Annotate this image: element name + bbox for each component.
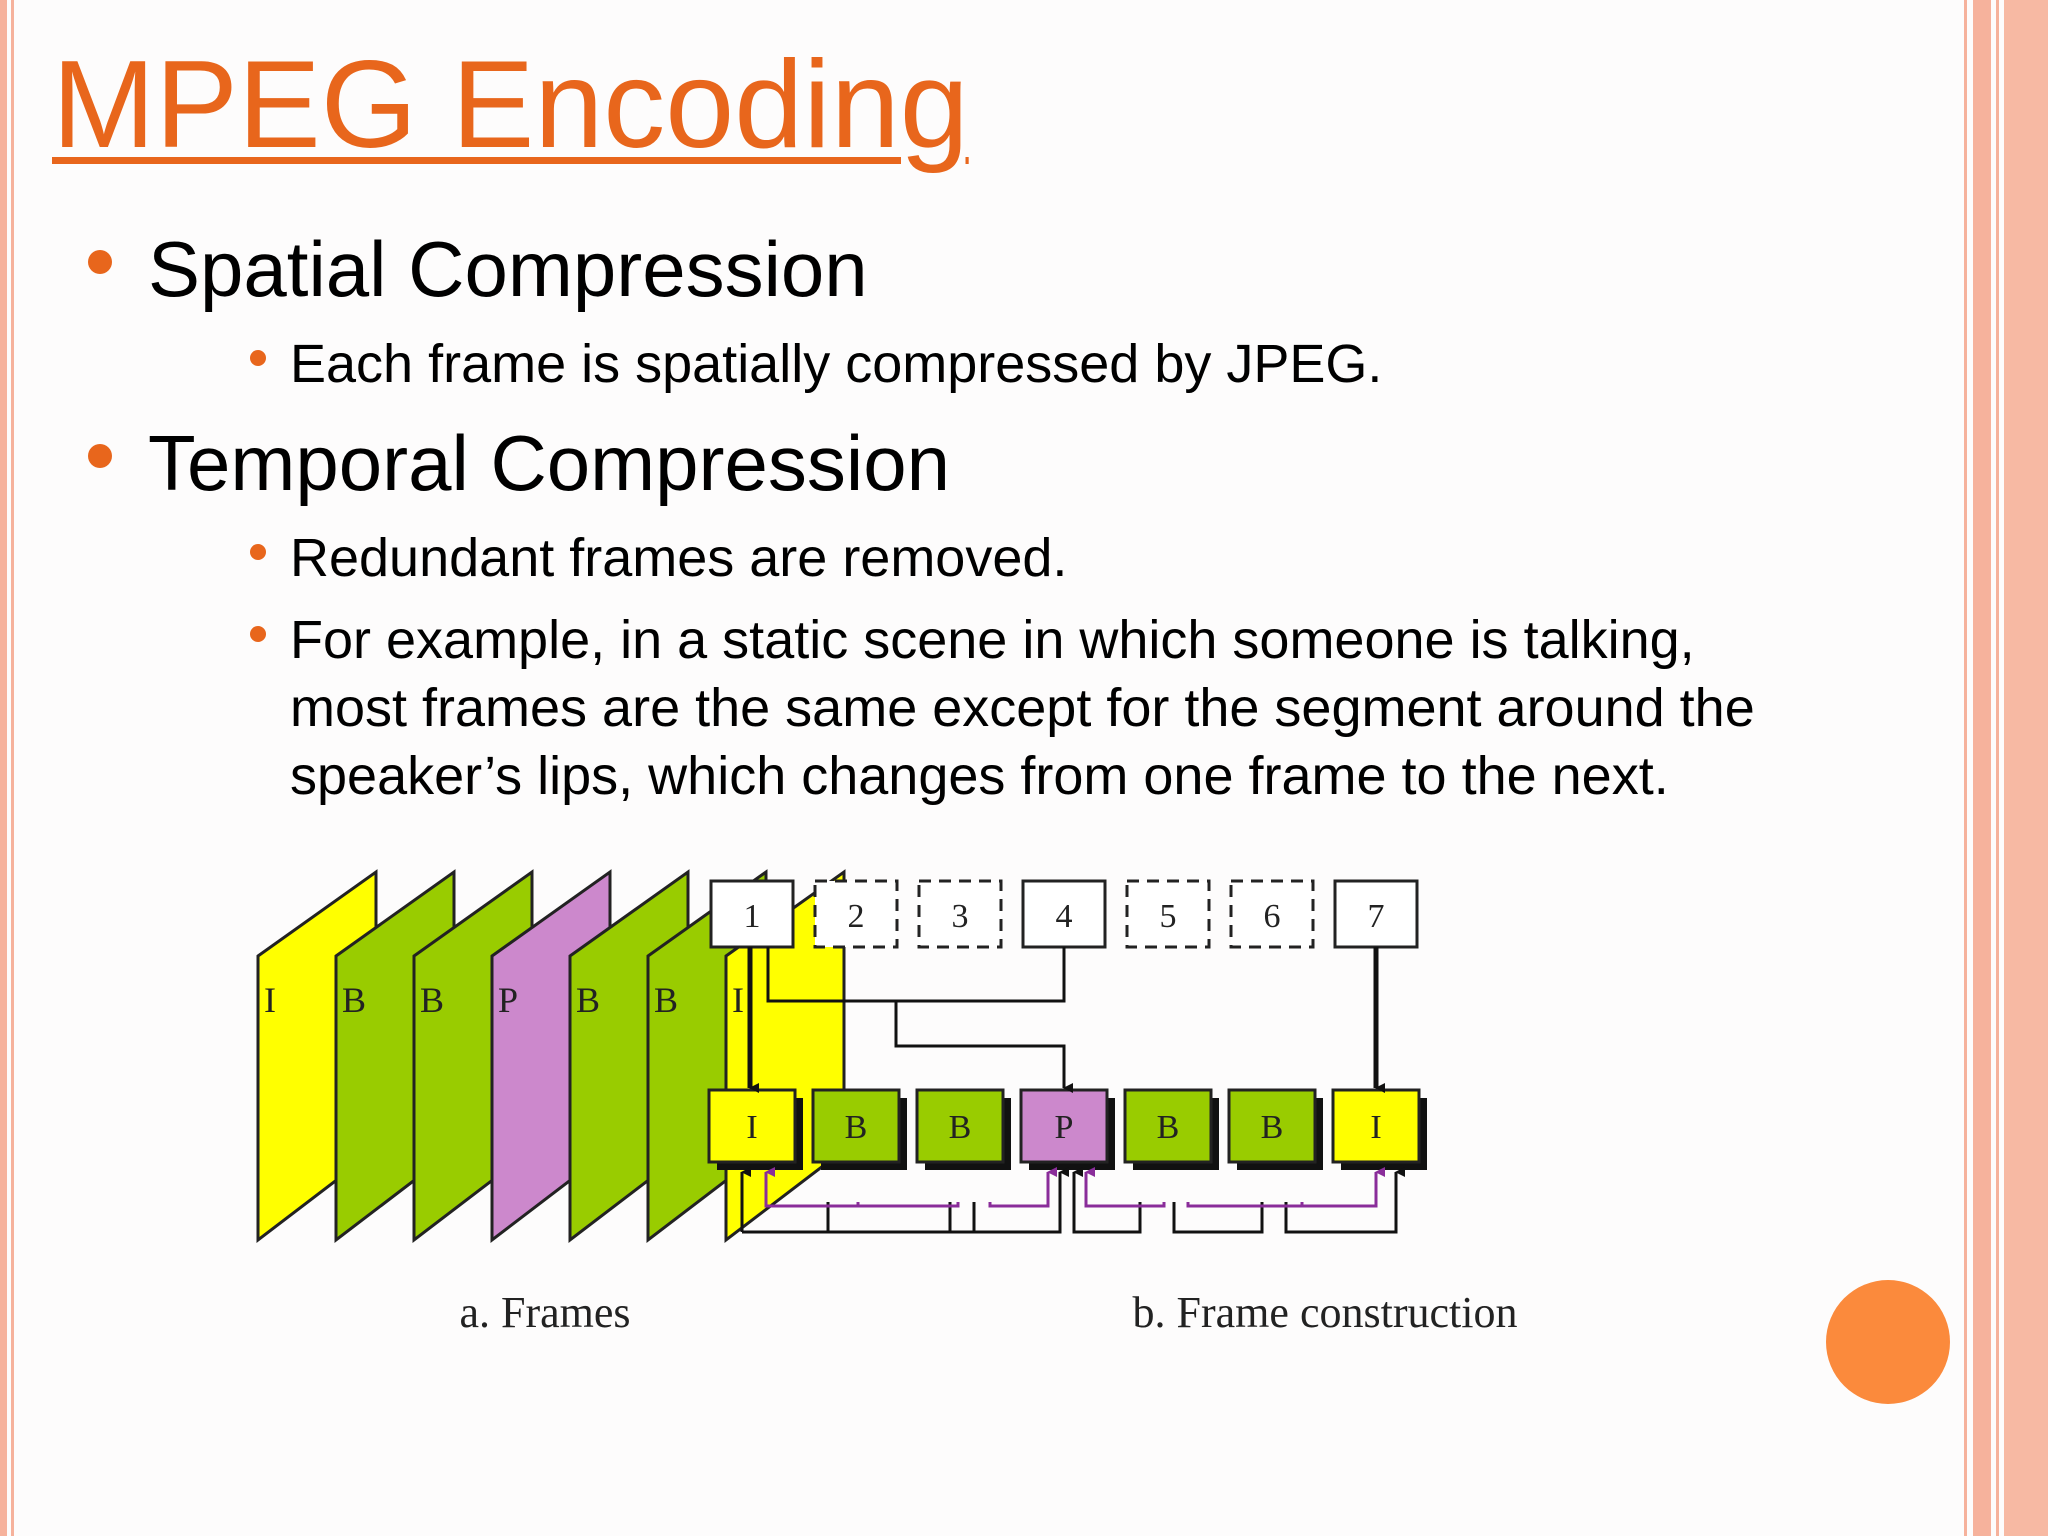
top-frame-number: 7 xyxy=(1368,898,1385,935)
top-frame-box-1 xyxy=(709,879,795,949)
mpeg-frames-diagram: I B B P B B I a. Frames 1 2 3 4 5 6 7I B B P B B I b. Fram… xyxy=(256,869,1518,1337)
bullet-dot-icon xyxy=(250,626,266,642)
connector-arrow xyxy=(988,1167,1057,1208)
constructed-frame-box xyxy=(811,1088,901,1164)
constructed-frame-label: I xyxy=(746,1109,757,1146)
connector-arrow xyxy=(764,1167,860,1208)
top-frame-number: 4 xyxy=(1056,898,1073,935)
frame-panel-label: B xyxy=(576,980,600,1020)
connector-arrow xyxy=(826,1202,952,1234)
constructed-frame-box xyxy=(1227,1088,1317,1164)
top-frame-box-3 xyxy=(917,879,1003,949)
connector-arrow xyxy=(1186,1202,1302,1208)
constructed-frame-label: I xyxy=(1370,1109,1381,1146)
constructed-frame-label: P xyxy=(1055,1109,1074,1146)
connector-arrow xyxy=(858,1202,960,1208)
slide-border-left xyxy=(0,0,7,1536)
slide-border-right xyxy=(1973,0,1991,1536)
connector-arrow xyxy=(894,1001,1073,1093)
connector-arrow xyxy=(950,1202,976,1234)
connector-arrow xyxy=(1084,1167,1166,1208)
top-frame-number: 1 xyxy=(744,898,761,935)
connector-arrow xyxy=(1072,1172,1142,1234)
bullet-dot-icon xyxy=(250,544,266,560)
top-frame-box-4 xyxy=(1021,879,1107,949)
top-frame-number: 3 xyxy=(952,898,969,935)
figure-b-caption: b. Frame construction xyxy=(1133,1288,1518,1337)
constructed-frame-box xyxy=(1331,1088,1421,1164)
bullet-text: Each frame is spatially compressed by JP… xyxy=(290,334,1383,394)
bullet-text-line-1: For example, in a static scene in which … xyxy=(290,610,1695,670)
bullet-text-line-2: most frames are the same except for the … xyxy=(290,678,1755,738)
figure-a-caption: a. Frames xyxy=(459,1288,630,1337)
bullet-text: Temporal Compression xyxy=(148,419,950,507)
slide-title: MPEG Encoding xyxy=(52,36,969,174)
connector-arrow xyxy=(974,1167,1069,1234)
bullet-text-line-3: speaker’s lips, which changes from one f… xyxy=(290,746,1669,806)
top-frame-box-7 xyxy=(1333,879,1419,949)
frame-construction: 1 2 3 4 5 6 7I B B P B B I xyxy=(707,879,1427,1234)
frame-panel-label: I xyxy=(732,980,744,1020)
connector-arrow xyxy=(1300,1167,1385,1208)
frame-panel-label: B xyxy=(654,980,678,1020)
slide-border-right-wide xyxy=(2004,0,2048,1536)
constructed-frame-box xyxy=(915,1088,1005,1164)
frame-panel-label: I xyxy=(264,980,276,1020)
frame-panel-label: P xyxy=(498,980,518,1020)
bullet-dot-icon xyxy=(88,250,112,274)
connector-arrow xyxy=(766,947,1066,1003)
constructed-frame-label: B xyxy=(949,1109,972,1146)
slide-border-right-thin-2 xyxy=(1996,0,1999,1536)
frame-panel-label: B xyxy=(420,980,444,1020)
top-frame-box-5 xyxy=(1125,879,1211,949)
decorative-circle xyxy=(1826,1280,1950,1404)
constructed-frame-label: B xyxy=(845,1109,868,1146)
top-frame-number: 6 xyxy=(1264,898,1281,935)
connector-arrow xyxy=(1284,1167,1405,1234)
constructed-frame-box xyxy=(1123,1088,1213,1164)
constructed-frame-label: B xyxy=(1157,1109,1180,1146)
constructed-frame-label: B xyxy=(1261,1109,1284,1146)
bullet-list: Spatial Compression Each frame is spatia… xyxy=(88,225,1755,806)
bullet-text: Redundant frames are removed. xyxy=(290,528,1068,588)
bullet-text: Spatial Compression xyxy=(148,225,868,313)
slide-border-left-thin xyxy=(11,0,14,1536)
top-frame-box-6 xyxy=(1229,879,1315,949)
slide-border-right-thin xyxy=(1964,0,1967,1536)
frame-panel-label: B xyxy=(342,980,366,1020)
top-frame-box-2 xyxy=(813,879,899,949)
constructed-frame-box xyxy=(1019,1088,1109,1164)
connector-arrow xyxy=(1172,1202,1264,1234)
constructed-frame-box xyxy=(707,1088,797,1164)
top-frame-number: 5 xyxy=(1160,898,1177,935)
bullet-dot-icon xyxy=(250,350,266,366)
top-frame-number: 2 xyxy=(848,898,865,935)
bullet-dot-icon xyxy=(88,444,112,468)
